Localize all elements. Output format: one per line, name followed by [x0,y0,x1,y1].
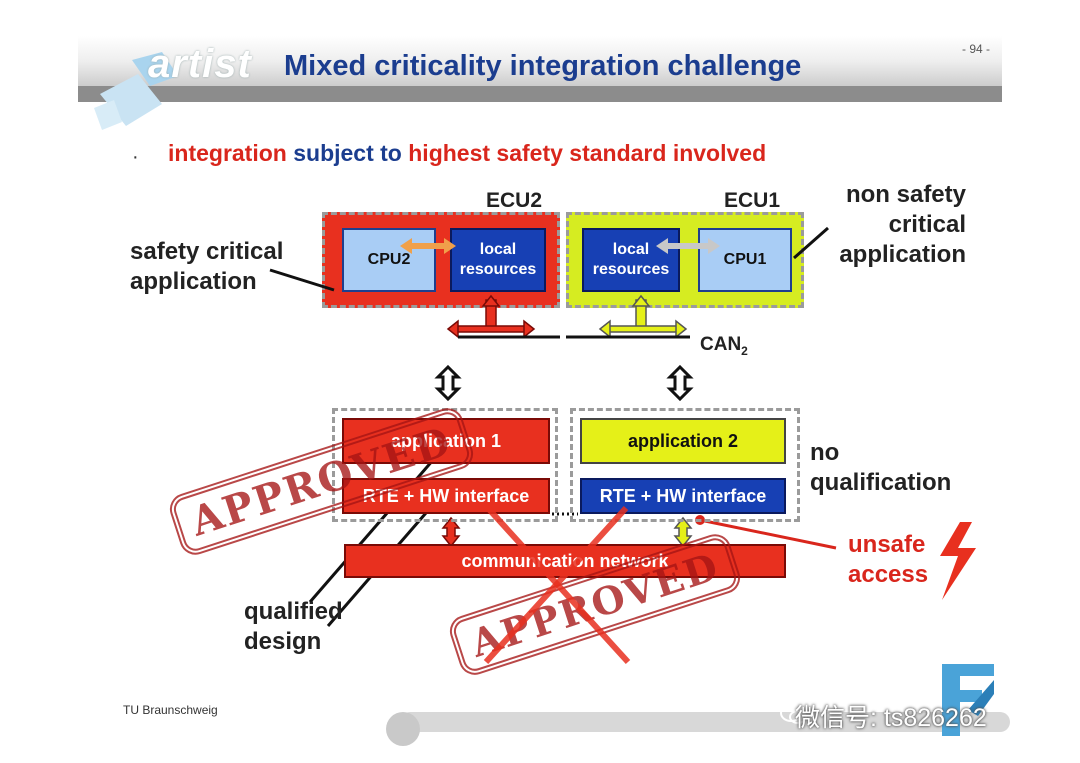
ecu2-mapping-arrow-icon [434,364,462,402]
fp7-logo-icon [942,664,994,736]
no-qualification-label: no qualification [810,438,951,498]
ecu2-local-line1: local [479,241,517,258]
application-2-block: application 2 [580,418,786,464]
can-label: CAN2 [700,330,748,366]
footer-dot [386,712,420,746]
ecu1-bus-arrows-icon [598,294,688,339]
ecu1-local-line1: local [612,241,650,258]
non-safety-pointer [793,226,829,260]
slide-title: Mixed criticality integration challenge [284,50,802,82]
wechat-watermark: 微信号: ts826262 [795,704,987,732]
safety-critical-pointer [269,268,335,292]
communication-network-label: communication network [461,550,669,571]
bullet-part-subject: subject to [293,140,402,166]
ecu2-local-resources: local resources [450,228,546,292]
qualified-pointer-1 [308,451,442,603]
can-label-text: CAN [700,334,742,355]
no-qualification-line1: no [810,439,840,466]
qualified-design-label: qualified design [244,597,343,657]
bullet-marker: · [132,146,139,168]
wechat-icon [780,704,807,724]
no-qualification-line2: qualification [810,469,952,496]
safety-critical-label: safety critical application [130,237,283,297]
bullet-text: integration subject to highest safety st… [168,140,766,167]
footer-institution: TU Braunschweig [123,703,218,717]
qualified-line1: qualified [244,598,343,625]
cpu2-box: CPU2 [342,228,436,292]
logo-icon [94,52,178,130]
rte-left-label: RTE + HW interface [362,485,530,506]
safety-critical-line2: application [130,268,257,295]
non-safety-label: non safety critical application [800,180,966,270]
ecu1-internal-arrow-icon [656,238,720,254]
cpu1-label: CPU1 [723,251,767,268]
ecu1-local-line2: resources [592,261,670,278]
header-strip [78,86,1002,102]
rte-right-block: RTE + HW interface [580,478,786,514]
ecu1-local-resources: local resources [582,228,680,292]
unsafe-pointer [699,518,837,550]
cpu2-label: CPU2 [367,251,411,268]
qualified-line2: design [244,628,322,655]
non-safety-line2: critical [888,211,966,238]
footer-bar [400,712,1010,732]
unsafe-line1: unsafe [848,531,926,558]
lightning-icon [940,522,976,600]
rte-right-label: RTE + HW interface [599,485,767,506]
ecu2-internal-arrow-icon [400,238,456,254]
unsafe-line2: access [848,561,929,588]
application-1-block: application 1 [342,418,550,464]
unsafe-access-label: unsafe access [848,530,928,590]
left-partition-frame [332,408,558,522]
ecu1-label: ECU1 [724,189,781,212]
non-safety-line1: non safety [845,181,966,208]
logo-text: artist [148,42,252,86]
ecu2-bus-arrows-icon [446,294,536,339]
right-partition-frame [570,408,800,522]
page-number: - 94 - [962,42,991,56]
application-2-label: application 2 [627,430,739,451]
safety-critical-line1: safety critical [130,238,284,265]
ecu1-mapping-arrow-icon [666,364,694,402]
non-safety-line3: application [839,241,966,268]
ecu2-local-line2: resources [459,261,537,278]
cpu1-box: CPU1 [698,228,792,292]
bullet-part-integration: integration [168,140,287,166]
application-1-label: application 1 [390,430,502,451]
can-subscript: 2 [741,343,748,358]
bullet-part-standard: highest safety standard involved [408,140,767,166]
rte-left-block: RTE + HW interface [342,478,550,514]
ecu2-label: ECU2 [486,189,543,212]
